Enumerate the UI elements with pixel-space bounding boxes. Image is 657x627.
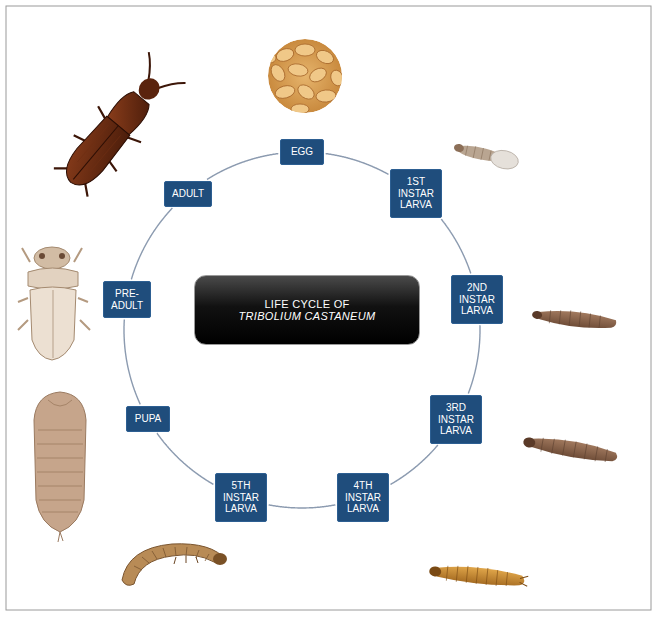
- pupa-box: PUPA: [126, 406, 170, 432]
- adult-box: ADULT: [164, 181, 212, 207]
- cycle-arc: [468, 325, 480, 393]
- larva-box: 3RD INSTAR LARVA: [430, 395, 482, 444]
- title-line: LIFE CYCLE OF: [264, 298, 349, 310]
- adult-beetle: [49, 50, 188, 201]
- pre-adult-photo: [18, 247, 90, 360]
- cycle-arc: [124, 320, 140, 405]
- stage-label: PRE-ADULT: [111, 288, 143, 311]
- first-instar-larva: [452, 140, 520, 171]
- third-instar-larva: [522, 433, 618, 465]
- larva-box: 1ST INSTAR LARVA: [390, 169, 442, 218]
- stage-label: 4TH INSTAR LARVA: [345, 480, 381, 515]
- pre-adult-box: PRE-ADULT: [103, 281, 151, 318]
- cycle-arc: [131, 208, 172, 279]
- stage-label: EGG: [288, 146, 316, 158]
- cycle-arc: [326, 154, 389, 175]
- egg-box: EGG: [280, 139, 324, 165]
- larva-box: 5TH INSTAR LARVA: [215, 473, 267, 522]
- fifth-instar-larva: [122, 544, 227, 586]
- cycle-arc: [441, 219, 471, 273]
- stage-label: PUPA: [134, 413, 162, 425]
- stage-label: ADULT: [172, 188, 204, 200]
- cycle-arc: [207, 154, 278, 180]
- cycle-arc: [157, 433, 214, 484]
- fourth-instar-larva: [428, 562, 528, 589]
- species-name: TRIBOLIUM CASTANEUM: [239, 310, 376, 322]
- larva-box: 4TH INSTAR LARVA: [337, 473, 389, 522]
- larva-box: 2ND INSTAR LARVA: [451, 275, 503, 324]
- second-instar-larva: [531, 306, 617, 331]
- stage-label: 5TH INSTAR LARVA: [223, 480, 259, 515]
- stage-label: 2ND INSTAR LARVA: [459, 282, 495, 317]
- stage-label: 3RD INSTAR LARVA: [438, 402, 474, 437]
- pupa-photo: [34, 392, 86, 542]
- stage-label: 1ST INSTAR LARVA: [398, 176, 434, 211]
- frame: [6, 6, 651, 610]
- cycle-arc: [269, 505, 336, 508]
- title-box: LIFE CYCLE OFTRIBOLIUM CASTANEUM: [194, 275, 420, 345]
- egg-photo: [264, 39, 345, 114]
- cycle-arc: [391, 445, 438, 484]
